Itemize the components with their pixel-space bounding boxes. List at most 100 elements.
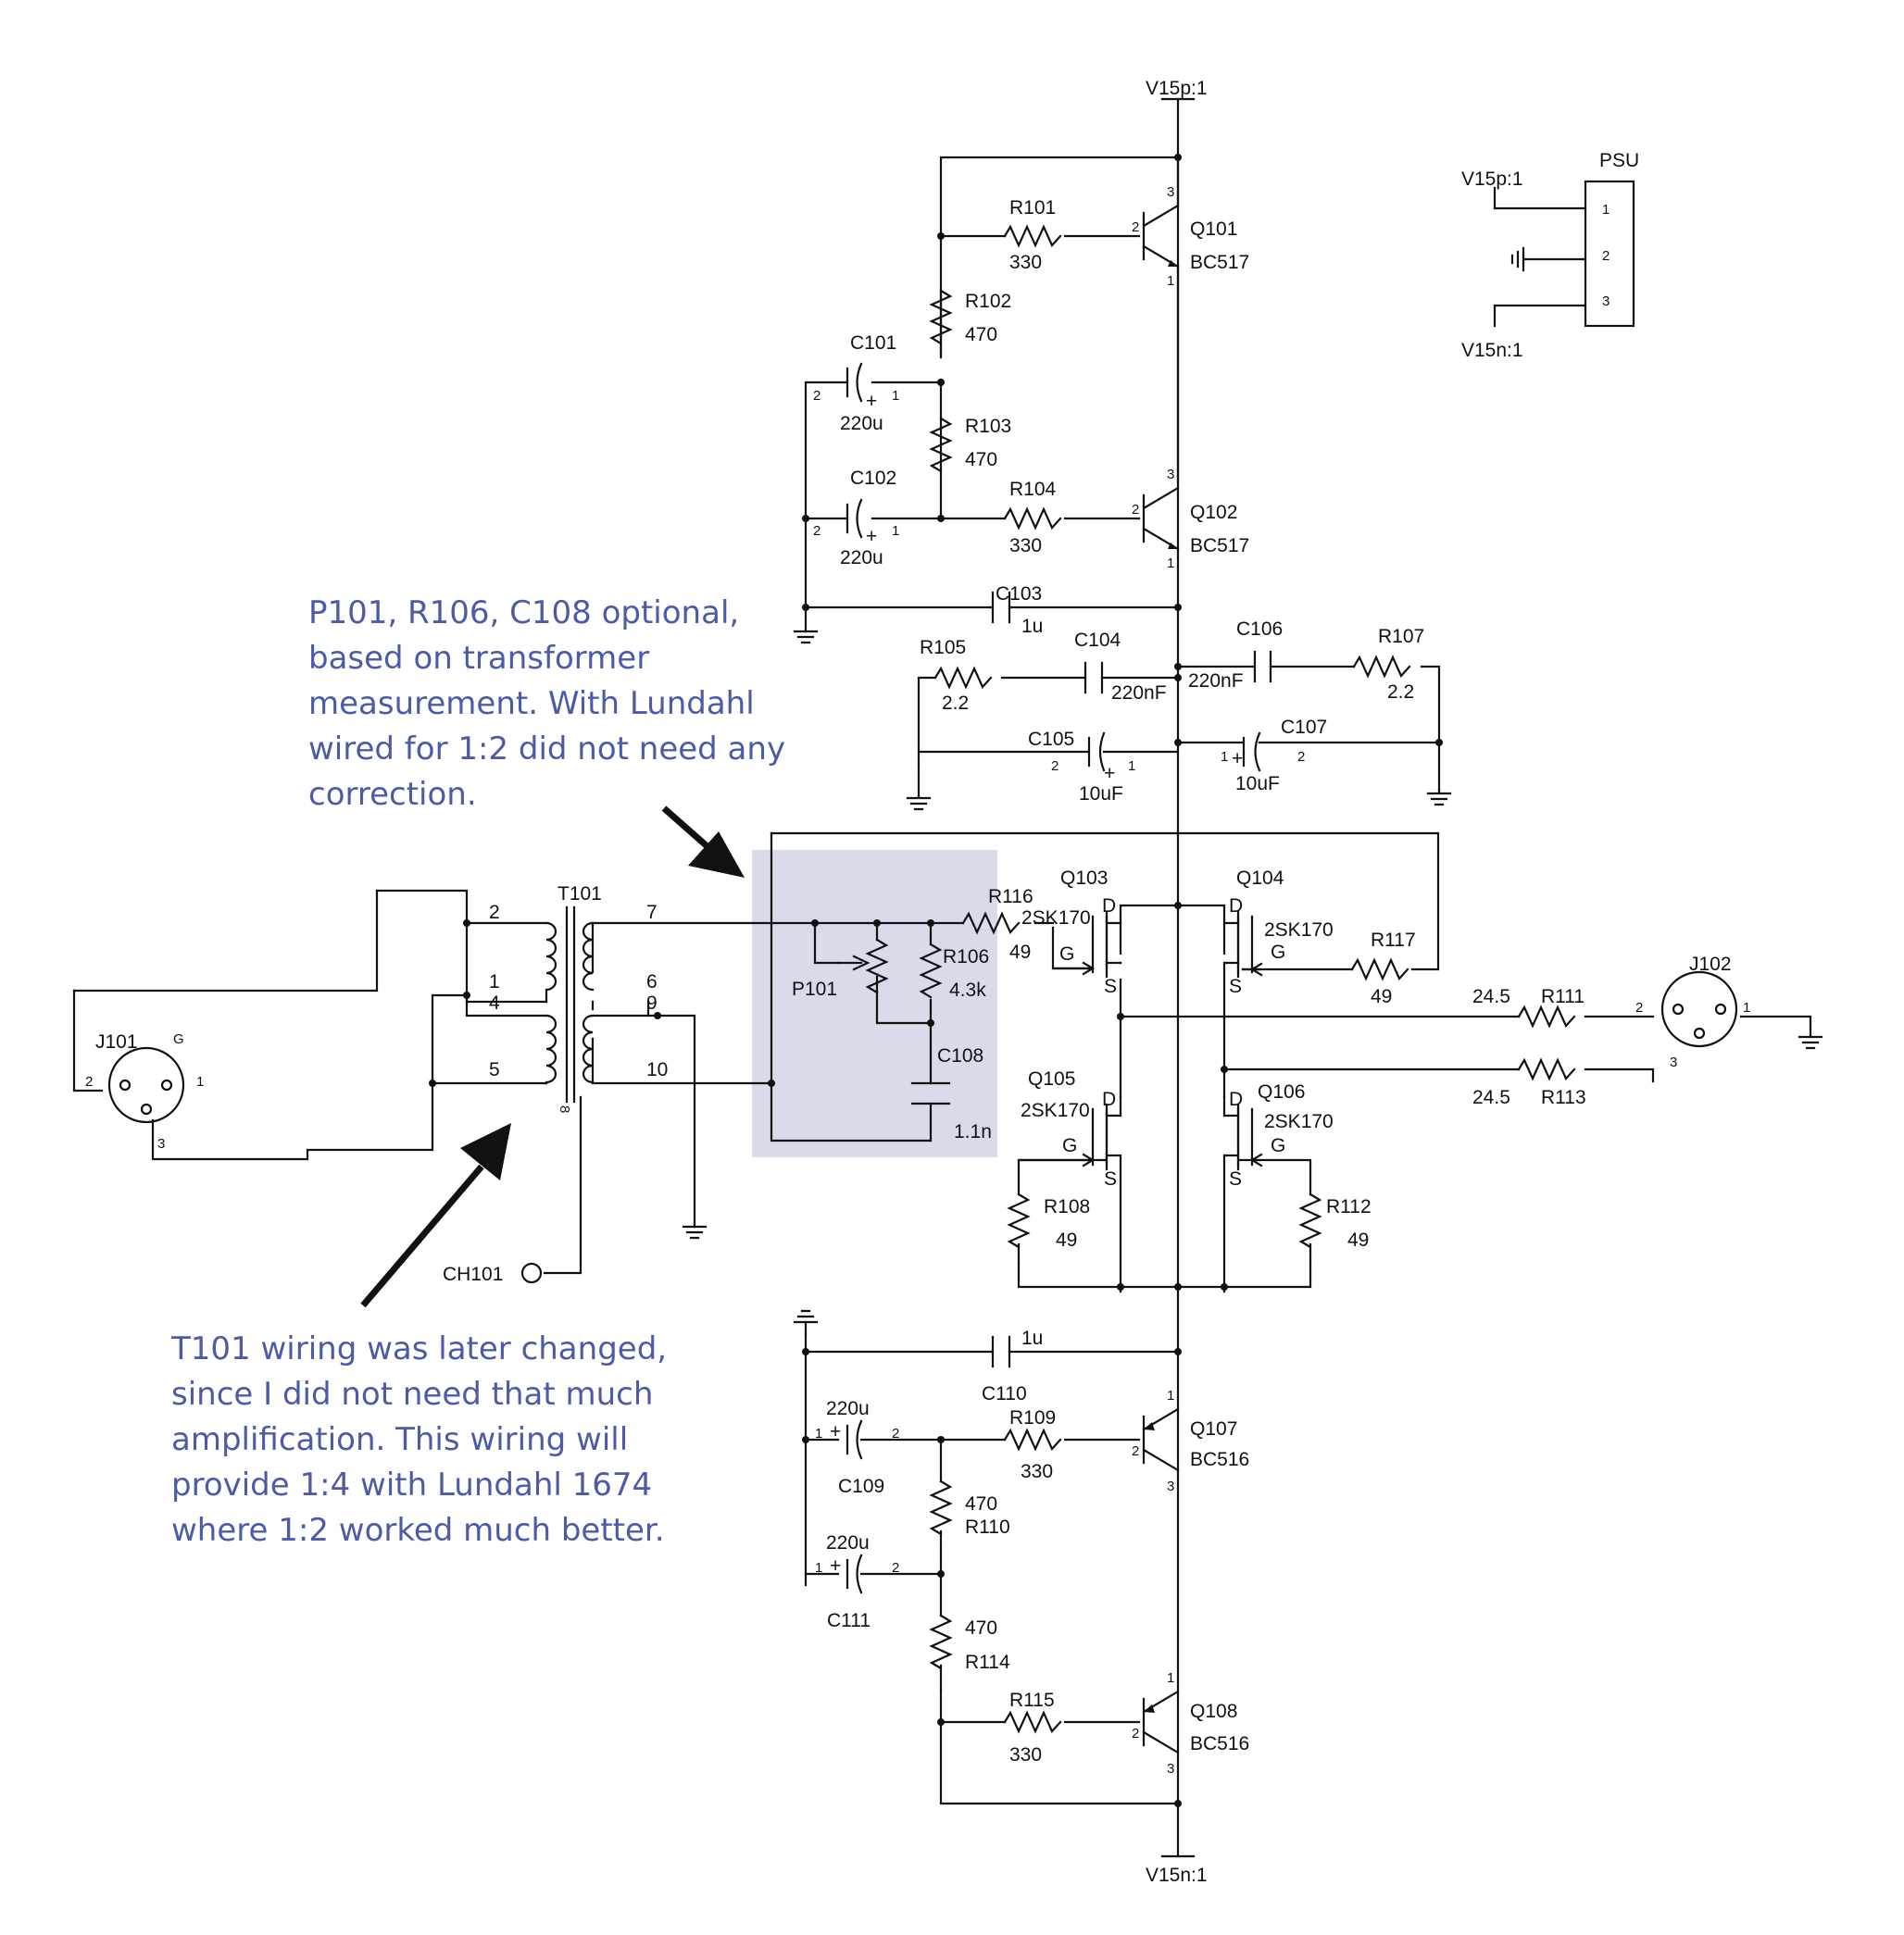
label-c103: C103 bbox=[996, 583, 1042, 605]
capacitor-c104 bbox=[1084, 661, 1104, 694]
label-r111: R111 bbox=[1541, 986, 1585, 1007]
c109-pin-1: 1 bbox=[815, 1426, 822, 1442]
psu-box bbox=[1584, 180, 1635, 328]
label-r103: R103 bbox=[965, 416, 1011, 437]
c109-pin-2: 2 bbox=[892, 1426, 899, 1442]
potentiometer-p101 bbox=[836, 938, 889, 994]
resistor-r114 bbox=[929, 1614, 953, 1692]
t101-pin-10: 10 bbox=[646, 1059, 668, 1080]
label-j101: J101 bbox=[95, 1031, 138, 1053]
q104-s: S bbox=[1229, 976, 1242, 997]
label-c110: C110 bbox=[982, 1383, 1027, 1404]
note-optional-components: P101, R106, C108 optional, based on tran… bbox=[308, 594, 786, 813]
value-r102: 470 bbox=[965, 324, 997, 345]
capacitor-c106 bbox=[1253, 650, 1272, 683]
t101-pin-2: 2 bbox=[489, 902, 500, 923]
c102-plus: + bbox=[866, 526, 877, 547]
q104-g: G bbox=[1271, 942, 1285, 963]
resistor-r102 bbox=[929, 289, 953, 345]
value-r116: 49 bbox=[1009, 942, 1031, 963]
value-r113: 24.5 bbox=[1472, 1087, 1510, 1108]
j101-pin-2: 2 bbox=[85, 1074, 93, 1090]
c111-pin-2: 2 bbox=[892, 1560, 899, 1576]
psu-pos-label: V15p:1 bbox=[1461, 169, 1523, 190]
q106-s: S bbox=[1229, 1168, 1242, 1190]
capacitor-c102 bbox=[846, 498, 863, 539]
value-c106: 220nF bbox=[1188, 670, 1244, 692]
q108-pin-3: 3 bbox=[1167, 1761, 1174, 1777]
label-c106: C106 bbox=[1236, 618, 1283, 640]
q105-s: S bbox=[1104, 1168, 1117, 1190]
value-q108: BC516 bbox=[1190, 1733, 1249, 1754]
capacitor-c111 bbox=[846, 1554, 863, 1594]
q101-pin-1: 1 bbox=[1167, 273, 1174, 289]
label-r110: R110 bbox=[965, 1517, 1010, 1538]
value-c107: 10uF bbox=[1235, 773, 1280, 794]
c105-plus: + bbox=[1104, 763, 1115, 784]
t101-pin-5: 5 bbox=[489, 1059, 500, 1080]
wires bbox=[72, 97, 1812, 1858]
psu-title: PSU bbox=[1599, 150, 1639, 171]
c111-pin-1: 1 bbox=[815, 1560, 822, 1576]
label-q108: Q108 bbox=[1190, 1701, 1237, 1722]
value-q104: 2SK170 bbox=[1264, 919, 1334, 941]
resistor-r112 bbox=[1298, 1192, 1322, 1266]
t101-pin-7: 7 bbox=[646, 902, 658, 923]
annotation-arrow-optional bbox=[661, 805, 745, 878]
label-q106: Q106 bbox=[1258, 1081, 1305, 1103]
t101-pin-1: 1 bbox=[489, 971, 500, 992]
psu-pin-1: 1 bbox=[1602, 202, 1610, 218]
label-r117: R117 bbox=[1371, 930, 1416, 951]
j102-pin-2: 2 bbox=[1635, 1000, 1643, 1016]
c101-plus: + bbox=[866, 391, 877, 412]
jfet-q104 bbox=[1236, 915, 1263, 977]
resistor-r110 bbox=[929, 1479, 953, 1557]
capacitor-c105 bbox=[1087, 731, 1106, 772]
label-c104: C104 bbox=[1074, 630, 1121, 651]
q105-d: D bbox=[1102, 1089, 1116, 1110]
xlr-j102 bbox=[1660, 970, 1738, 1048]
q102-pin-2: 2 bbox=[1132, 502, 1139, 518]
capacitors bbox=[846, 362, 1272, 1594]
q107-pin-3: 3 bbox=[1167, 1479, 1174, 1494]
value-c108: 1.1n bbox=[954, 1121, 992, 1142]
value-c101: 220u bbox=[840, 413, 883, 434]
label-q104: Q104 bbox=[1236, 868, 1284, 889]
q108-pin-2: 2 bbox=[1132, 1726, 1139, 1742]
label-r107: R107 bbox=[1378, 626, 1424, 647]
label-p101: P101 bbox=[792, 979, 837, 1000]
q104-d: D bbox=[1229, 895, 1243, 917]
q103-d: D bbox=[1102, 895, 1116, 917]
jfet-q106 bbox=[1236, 1107, 1263, 1167]
t101-pin-4: 4 bbox=[489, 992, 500, 1014]
q101-pin-2: 2 bbox=[1132, 219, 1139, 235]
value-r117: 49 bbox=[1371, 986, 1392, 1007]
q108-pin-1: 1 bbox=[1167, 1670, 1174, 1686]
q102-pin-1: 1 bbox=[1167, 556, 1174, 571]
capacitor-c109 bbox=[846, 1419, 863, 1460]
label-r101: R101 bbox=[1009, 197, 1056, 218]
q102-pin-3: 3 bbox=[1167, 467, 1174, 482]
j102-pin-1: 1 bbox=[1743, 1000, 1750, 1016]
bjt-arrows bbox=[1144, 260, 1178, 1713]
q103-s: S bbox=[1104, 976, 1117, 997]
value-r109: 330 bbox=[1021, 1461, 1053, 1482]
q101-pin-3: 3 bbox=[1167, 184, 1174, 200]
label-r105: R105 bbox=[920, 637, 966, 658]
c107-pin-1: 1 bbox=[1221, 749, 1228, 765]
value-q106: 2SK170 bbox=[1264, 1111, 1334, 1132]
c109-plus: + bbox=[830, 1421, 841, 1442]
value-q102: BC517 bbox=[1190, 535, 1249, 556]
value-q101: BC517 bbox=[1190, 252, 1249, 273]
c107-plus: + bbox=[1232, 748, 1243, 769]
annotation-arrow-wiring bbox=[360, 1123, 511, 1308]
jfets bbox=[1017, 915, 1263, 1167]
jfet-q103 bbox=[1082, 915, 1109, 976]
rail-pos-label: V15p:1 bbox=[1146, 78, 1208, 99]
psu-pin-3: 3 bbox=[1602, 293, 1610, 309]
value-c110: 1u bbox=[1021, 1328, 1043, 1349]
value-r114: 470 bbox=[965, 1617, 997, 1639]
capacitor-c108 bbox=[910, 1081, 951, 1105]
psu-neg-label: V15n:1 bbox=[1461, 340, 1523, 361]
